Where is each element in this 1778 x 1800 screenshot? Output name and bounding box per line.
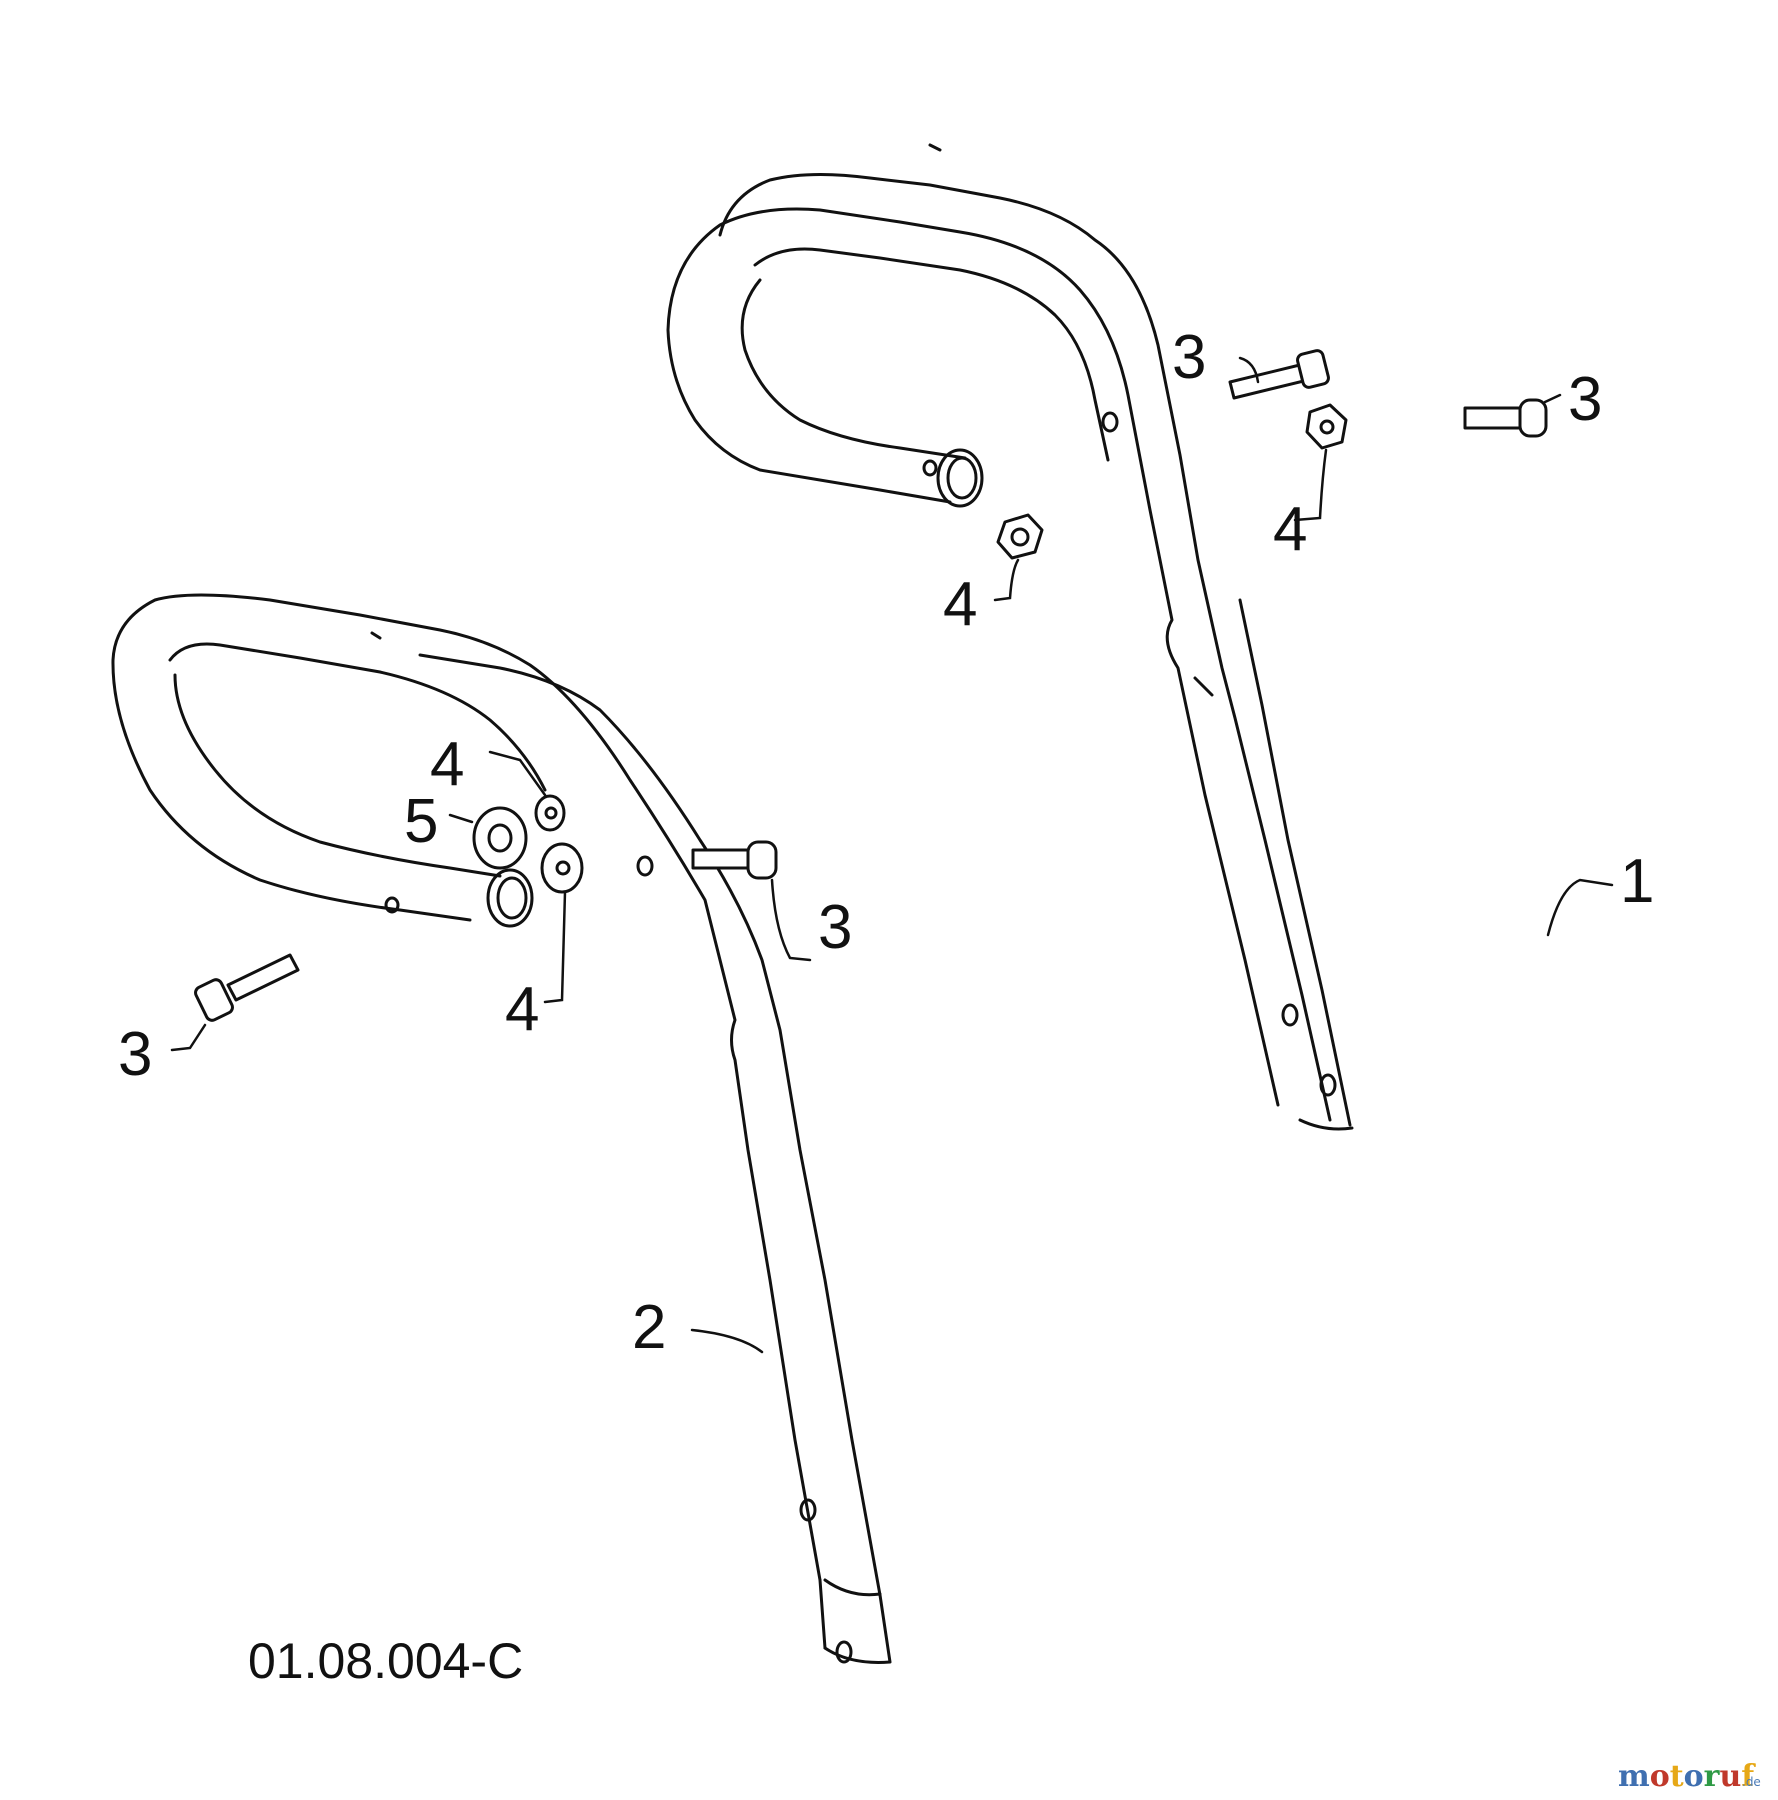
drawing-code: 01.08.004-C (248, 1633, 523, 1689)
svg-text:motoruf: motoruf (1618, 1759, 1756, 1794)
watermark-letter: o (1684, 1759, 1704, 1794)
watermark-letter: t (1670, 1759, 1684, 1794)
handle-lower-part (111, 593, 892, 1664)
callout-3-upper-inner: 3 (1172, 323, 1206, 392)
watermark-logo: motoruf .de (1618, 1759, 1761, 1794)
bolt-upper-inner (1228, 349, 1330, 400)
watermark-tld: .de (1742, 1775, 1761, 1789)
callout-4-upper-inner: 4 (1273, 495, 1307, 564)
spacer-lower (472, 806, 528, 870)
callout-2: 2 (632, 1293, 666, 1362)
callout-labels: 1 2 3 3 3 3 4 4 4 4 5 (118, 323, 1654, 1362)
bolt-lower-outer (691, 840, 778, 880)
callout-3-upper-outer: 3 (1568, 365, 1602, 434)
leader-lines (170, 356, 1614, 1354)
washer-lower-bottom (540, 842, 584, 894)
watermark-letter: f (1741, 1759, 1756, 1794)
callout-4-lower-bottom: 4 (505, 975, 539, 1044)
callout-1: 1 (1620, 847, 1654, 916)
bolt-lower-left (194, 953, 300, 1022)
bolt-upper-outer (1463, 398, 1548, 438)
callout-3-lower-left: 3 (118, 1020, 152, 1089)
handle-upper-part (666, 143, 1354, 1131)
watermark-letter: m (1618, 1759, 1650, 1794)
watermark-letter: r (1704, 1759, 1721, 1794)
washer-lower-top (534, 794, 566, 832)
nut-upper-left (996, 513, 1044, 560)
callout-5: 5 (404, 787, 438, 856)
callout-4-upper-left: 4 (943, 570, 977, 639)
washer-upper-inner (1305, 403, 1348, 450)
watermark-letter: u (1719, 1759, 1741, 1794)
watermark-letter: o (1650, 1759, 1670, 1794)
callout-4-lower-top: 4 (430, 730, 464, 799)
callout-3-lower-outer: 3 (818, 893, 852, 962)
